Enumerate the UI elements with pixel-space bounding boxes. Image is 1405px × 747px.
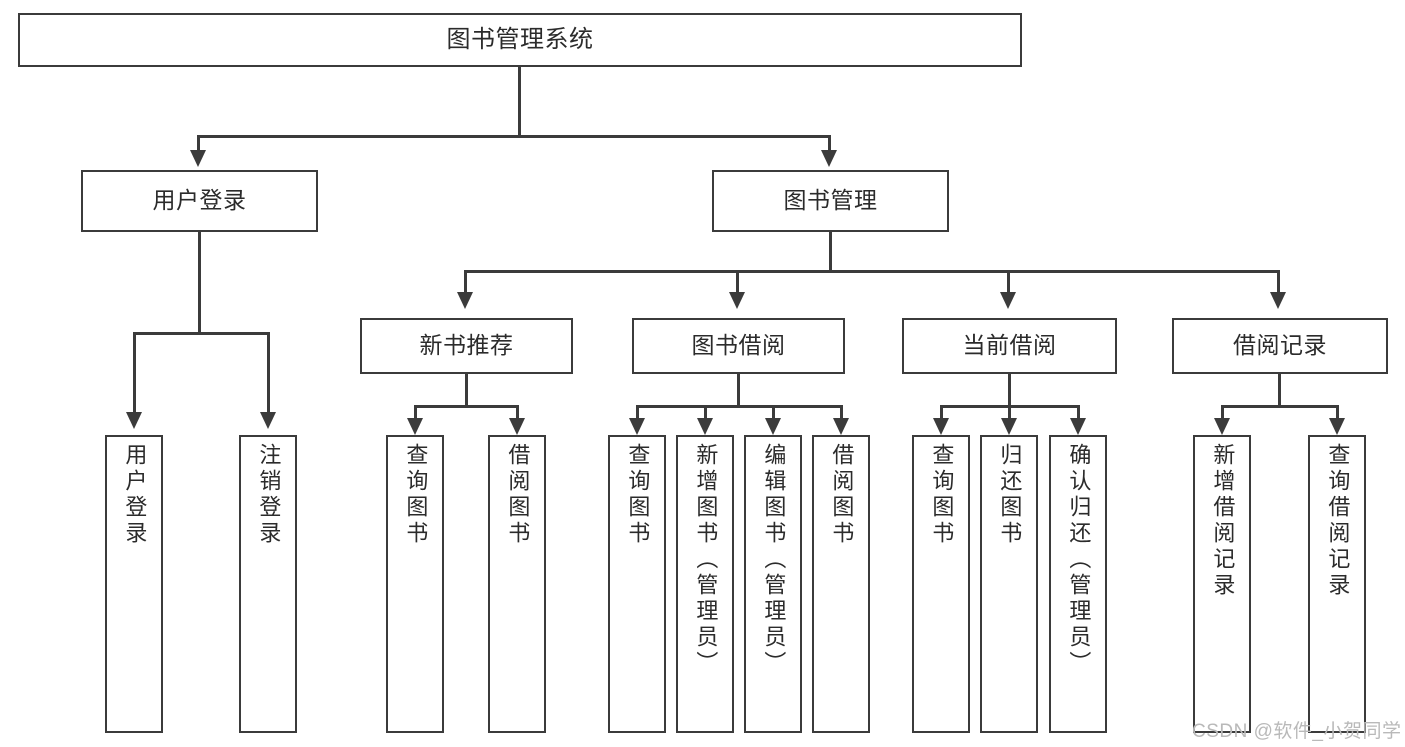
connector-drop-leaf-br-1 [1221, 405, 1224, 423]
arrowhead-user-login [190, 150, 206, 167]
arrowhead-leaf-br-2 [1329, 418, 1345, 435]
node-label: 图书借阅 [691, 332, 786, 359]
connector-drop-leaf-cb-2 [1008, 405, 1011, 423]
node-user-login[interactable]: 用户登录 [81, 170, 318, 232]
connector-stem-new-book [465, 374, 468, 408]
node-label: 新增图书（管理员） [693, 443, 719, 677]
arrowhead-leaf-user-login-1 [126, 412, 142, 429]
arrowhead-current-borrow [1000, 292, 1016, 309]
leaf-user-login-login[interactable]: 用户登录 [105, 435, 163, 733]
node-label: 借阅图书 [829, 443, 855, 547]
leaf-new-book-borrow[interactable]: 借阅图书 [488, 435, 546, 733]
leaf-book-borrow-borrow[interactable]: 借阅图书 [812, 435, 870, 733]
connector-stem-current-borrow-leaves [1008, 374, 1011, 408]
node-label: 当前借阅 [962, 332, 1057, 359]
leaf-user-login-logout[interactable]: 注销登录 [239, 435, 297, 733]
connector-bus-level3 [464, 270, 1279, 273]
connector-bus-level2 [197, 135, 831, 138]
leaf-current-borrow-return[interactable]: 归还图书 [980, 435, 1038, 733]
connector-drop-user-login [197, 135, 200, 153]
node-label: 归还图书 [997, 443, 1023, 547]
leaf-borrow-record-add[interactable]: 新增借阅记录 [1193, 435, 1251, 733]
leaf-new-book-query[interactable]: 查询图书 [386, 435, 444, 733]
connector-drop-new-book [464, 270, 467, 295]
arrowhead-leaf-bb-1 [629, 418, 645, 435]
arrowhead-leaf-cb-1 [933, 418, 949, 435]
node-label: 查询图书 [403, 443, 429, 547]
node-root-library-system[interactable]: 图书管理系统 [18, 13, 1022, 67]
connector-drop-leaf-bb-3 [772, 405, 775, 423]
connector-drop-leaf-nb-2 [516, 405, 519, 423]
node-label: 注销登录 [256, 443, 282, 547]
connector-drop-leaf-user-login-1 [133, 332, 136, 415]
node-label: 新书推荐 [419, 332, 514, 359]
arrowhead-new-book [457, 292, 473, 309]
connector-drop-leaf-cb-3 [1077, 405, 1080, 423]
arrowhead-book-manage [821, 150, 837, 167]
arrowhead-leaf-br-1 [1214, 418, 1230, 435]
leaf-current-borrow-query[interactable]: 查询图书 [912, 435, 970, 733]
node-label: 编辑图书（管理员） [761, 443, 787, 677]
arrowhead-leaf-bb-2 [697, 418, 713, 435]
arrowhead-leaf-nb-2 [509, 418, 525, 435]
node-label: 借阅记录 [1233, 332, 1327, 359]
connector-drop-leaf-cb-1 [940, 405, 943, 423]
node-label: 借阅图书 [505, 443, 531, 547]
node-label: 确认归还（管理员） [1066, 443, 1092, 677]
node-label: 图书管理 [783, 187, 878, 214]
connector-drop-leaf-bb-1 [636, 405, 639, 423]
arrowhead-book-borrow [729, 292, 745, 309]
node-new-book-recommend[interactable]: 新书推荐 [360, 318, 573, 374]
connector-stem-book-borrow-leaves [737, 374, 740, 408]
leaf-book-borrow-edit[interactable]: 编辑图书（管理员） [744, 435, 802, 733]
connector-root-stem [518, 67, 521, 137]
leaf-book-borrow-add[interactable]: 新增图书（管理员） [676, 435, 734, 733]
connector-stem-user-login [198, 232, 201, 334]
connector-drop-current-borrow [1007, 270, 1010, 295]
node-label: 图书管理系统 [446, 25, 594, 53]
connector-bus-book-borrow-leaves [636, 405, 843, 408]
node-label: 用户登录 [152, 187, 247, 214]
leaf-borrow-record-query[interactable]: 查询借阅记录 [1308, 435, 1366, 733]
leaf-book-borrow-query[interactable]: 查询图书 [608, 435, 666, 733]
arrowhead-leaf-user-login-2 [260, 412, 276, 429]
node-label: 用户登录 [122, 443, 148, 547]
arrowhead-leaf-bb-4 [833, 418, 849, 435]
arrowhead-leaf-bb-3 [765, 418, 781, 435]
node-label: 新增借阅记录 [1210, 443, 1236, 599]
node-label: 查询图书 [929, 443, 955, 547]
arrowhead-leaf-cb-3 [1070, 418, 1086, 435]
node-label: 查询借阅记录 [1325, 443, 1351, 599]
node-current-borrow[interactable]: 当前借阅 [902, 318, 1117, 374]
connector-stem-borrow-record-leaves [1278, 374, 1281, 408]
leaf-current-borrow-confirm-return[interactable]: 确认归还（管理员） [1049, 435, 1107, 733]
connector-drop-leaf-user-login-2 [267, 332, 270, 415]
connector-drop-leaf-bb-2 [704, 405, 707, 423]
node-book-management[interactable]: 图书管理 [712, 170, 949, 232]
connector-bus-borrow-record-leaves [1221, 405, 1339, 408]
node-borrow-record[interactable]: 借阅记录 [1172, 318, 1388, 374]
connector-drop-borrow-record [1277, 270, 1280, 295]
connector-drop-leaf-br-2 [1336, 405, 1339, 423]
node-label: 查询图书 [625, 443, 651, 547]
connector-drop-book-borrow [736, 270, 739, 295]
connector-bus-new-book-leaves [414, 405, 519, 408]
connector-drop-book-manage [828, 135, 831, 153]
connector-stem-book-management [829, 232, 832, 272]
arrowhead-borrow-record [1270, 292, 1286, 309]
arrowhead-leaf-cb-2 [1001, 418, 1017, 435]
csdn-watermark: CSDN @软件_小贺同学 [1192, 721, 1402, 742]
connector-drop-leaf-bb-4 [840, 405, 843, 423]
connector-drop-leaf-nb-1 [414, 405, 417, 423]
arrowhead-leaf-nb-1 [407, 418, 423, 435]
node-book-borrow[interactable]: 图书借阅 [632, 318, 845, 374]
connector-bus-user-login-leaves [133, 332, 270, 335]
